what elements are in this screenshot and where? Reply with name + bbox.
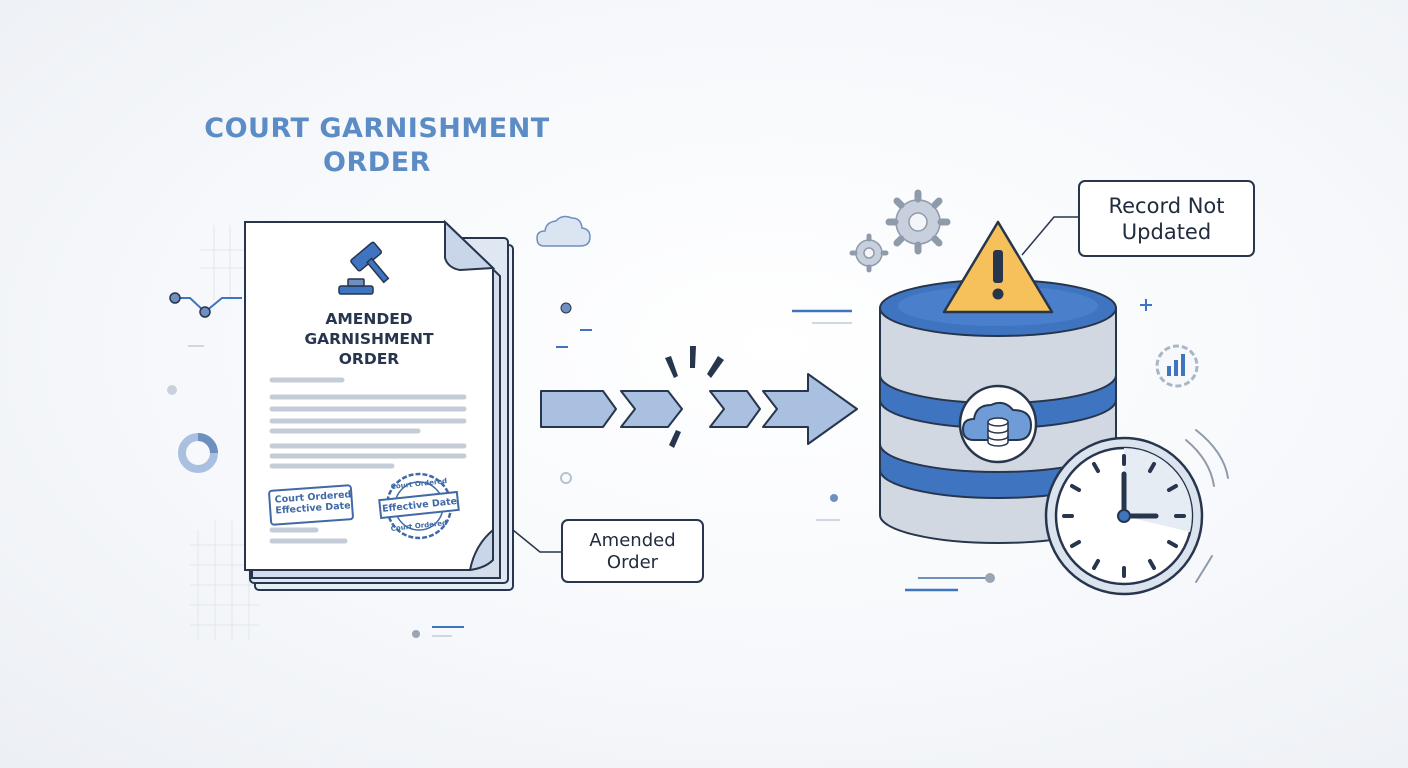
amended-order-callout-text: Amended Order xyxy=(562,530,703,574)
document-curl xyxy=(468,527,494,572)
record-not-updated-line-1: Record Not xyxy=(1108,194,1225,218)
record-callout-connector xyxy=(1021,216,1079,256)
background-grid xyxy=(190,225,260,640)
page-title-line-1: COURT GARNISHMENT xyxy=(204,113,550,144)
bar-chart-gear-icon xyxy=(1155,344,1199,388)
pie-chart-icon xyxy=(178,433,218,473)
amended-order-line-2: Order xyxy=(606,552,659,573)
document-text-lines xyxy=(269,377,467,544)
amended-order-callout xyxy=(561,519,704,583)
record-not-updated-line-2: Updated xyxy=(1121,220,1212,244)
stamp-right xyxy=(378,472,460,540)
broken-arrow-flow xyxy=(540,346,858,448)
document-fold xyxy=(444,219,496,272)
dots-decoration-bottom xyxy=(412,626,464,638)
cloud-icon xyxy=(536,215,591,247)
clock-icon xyxy=(1044,429,1229,596)
document-heading-line-3: ORDER xyxy=(338,350,400,368)
amended-callout-connector xyxy=(512,529,562,553)
dashes-decoration xyxy=(556,302,592,484)
gavel-icon xyxy=(338,241,390,295)
break-marks xyxy=(665,346,724,448)
dot-decoration xyxy=(167,385,177,395)
document-heading-line-2: GARNISHMENT xyxy=(304,330,434,348)
document-heading-line-1: AMENDED xyxy=(325,310,413,328)
stamp-left xyxy=(268,484,354,526)
record-not-updated-callout-text: Record Not Updated xyxy=(1079,193,1254,245)
amended-order-line-1: Amended xyxy=(589,530,676,551)
cloud-database-icon xyxy=(958,384,1038,464)
page-title-line-2: ORDER xyxy=(323,147,431,178)
lines-decoration-right xyxy=(792,309,995,592)
record-not-updated-callout xyxy=(1078,180,1255,257)
node-line-decoration xyxy=(169,292,242,347)
warning-icon xyxy=(942,220,1054,314)
gear-small-icon xyxy=(849,233,889,273)
plus-icon xyxy=(1140,299,1152,311)
gear-icon xyxy=(885,189,951,255)
document-heading: AMENDED GARNISHMENT ORDER xyxy=(265,309,473,369)
